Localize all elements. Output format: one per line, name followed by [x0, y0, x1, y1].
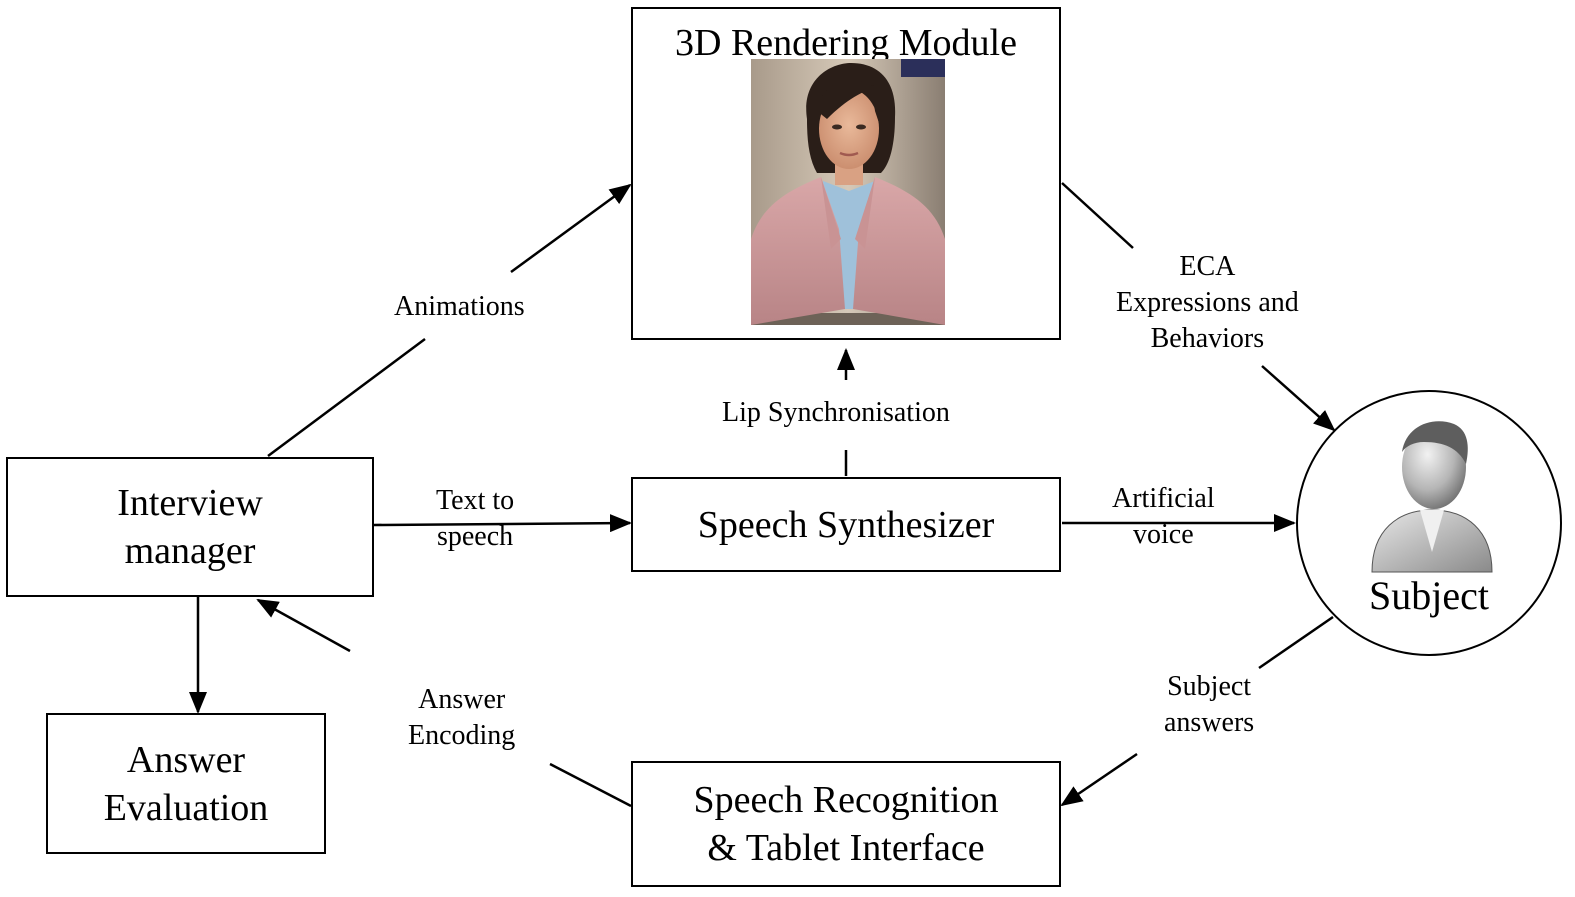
- subject-node: Subject: [1296, 390, 1562, 656]
- speech-synthesizer-box: Speech Synthesizer: [631, 477, 1061, 572]
- subject-answers-label: Subject answers: [1164, 671, 1255, 738]
- animations-label: Animations: [394, 291, 525, 322]
- rendering-module-title: 3D Rendering Module: [675, 22, 1017, 64]
- answer-encoding-arrow-lower: [549, 762, 632, 808]
- eca-expressions-label: ECA Expressions and Behaviors: [1116, 251, 1299, 354]
- subject-label: Subject: [1369, 573, 1489, 618]
- speech-recognition-label: Speech Recognition & Tablet Interface: [693, 779, 999, 869]
- speech-synthesizer-label: Speech Synthesizer: [697, 503, 995, 546]
- interview-manager-label: Interview manager: [117, 479, 263, 575]
- avatar-image: [751, 59, 945, 325]
- answer-encoding-arrow-upper: [256, 598, 351, 653]
- eca-arrow-upper: [1061, 182, 1134, 249]
- eca-arrow-lower: [1261, 365, 1336, 432]
- artificial-voice-label: Artificial voice: [1112, 483, 1215, 550]
- answer-encoding-label: Answer Encoding: [408, 684, 516, 751]
- subject-answers-arrow-upper: [1258, 615, 1334, 670]
- animations-arrow-lower: [267, 337, 426, 458]
- animations-arrow-upper: [510, 183, 632, 274]
- answer-evaluation-box: Answer Evaluation: [46, 713, 326, 854]
- answer-evaluation-label: Answer Evaluation: [103, 738, 269, 829]
- user-silhouette-icon: [1371, 421, 1493, 573]
- interview-manager-text: Interview manager: [117, 482, 263, 572]
- text-to-speech-label: Text to speech: [436, 485, 515, 552]
- lip-sync-label: Lip Synchronisation: [722, 397, 950, 428]
- speech-recognition-box: Speech Recognition & Tablet Interface: [631, 761, 1061, 887]
- rendering-module-box: 3D Rendering Module: [631, 7, 1061, 340]
- subject-answers-arrow-lower: [1060, 752, 1138, 807]
- text-to-speech-arrow: [373, 514, 632, 533]
- interview-manager-box: Interview manager: [6, 457, 374, 597]
